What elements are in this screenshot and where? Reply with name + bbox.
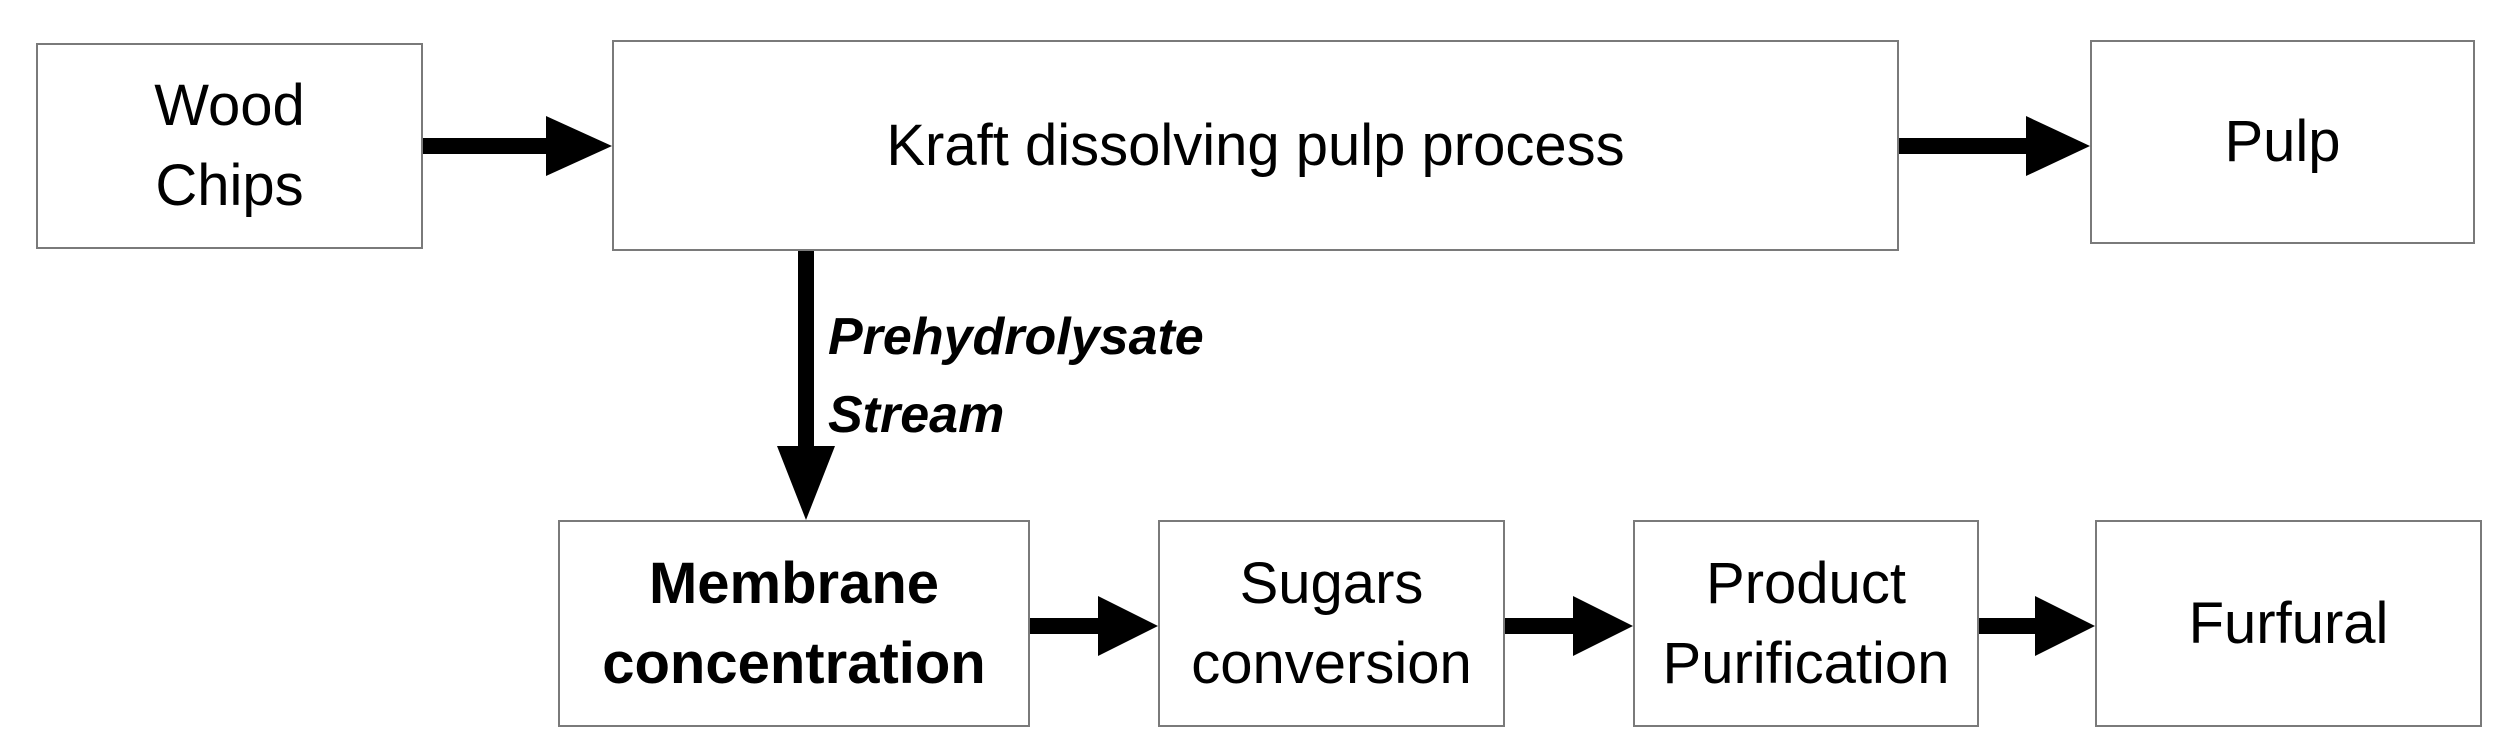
node-kraft-process: Kraft dissolving pulp process (612, 40, 1899, 251)
node-wood-chips: Wood Chips (36, 43, 423, 249)
arrow-product-to-furfural (1971, 596, 2095, 656)
node-membrane-line1: Membrane (648, 550, 940, 616)
node-pulp: Pulp (2090, 40, 2475, 244)
node-membrane-concentration: Membrane concentration (558, 520, 1030, 727)
node-sugars-line2: conversion (1191, 630, 1472, 696)
node-product-line1: Product (1706, 550, 1906, 616)
node-product-purification: Product Purification (1633, 520, 1979, 727)
node-sugars-line1: Sugars (1239, 550, 1424, 616)
node-sugars-conversion: Sugars conversion (1158, 520, 1505, 727)
node-product-line2: Purification (1662, 630, 1950, 696)
node-wood-chips-line1: Wood (154, 73, 305, 138)
arrow-membrane-to-sugars (1017, 596, 1158, 656)
stream-label-line2: Stream (828, 386, 1005, 444)
node-membrane-line2: concentration (602, 630, 986, 696)
node-pulp-label: Pulp (2224, 109, 2341, 174)
edge-label-prehydrolysate-stream: Prehydrolysate Stream (828, 298, 1204, 454)
node-furfural: Furfural (2095, 520, 2482, 727)
arrow-kraft-to-membrane (777, 243, 835, 520)
stream-label-line1: Prehydrolysate (828, 308, 1204, 366)
arrow-wood-to-kraft (414, 116, 612, 176)
node-furfural-label: Furfural (2188, 590, 2389, 656)
node-wood-chips-line2: Chips (155, 153, 304, 218)
arrow-sugars-to-product (1497, 596, 1633, 656)
node-kraft-process-label: Kraft dissolving pulp process (886, 112, 1625, 178)
arrow-kraft-to-pulp (1889, 116, 2090, 176)
